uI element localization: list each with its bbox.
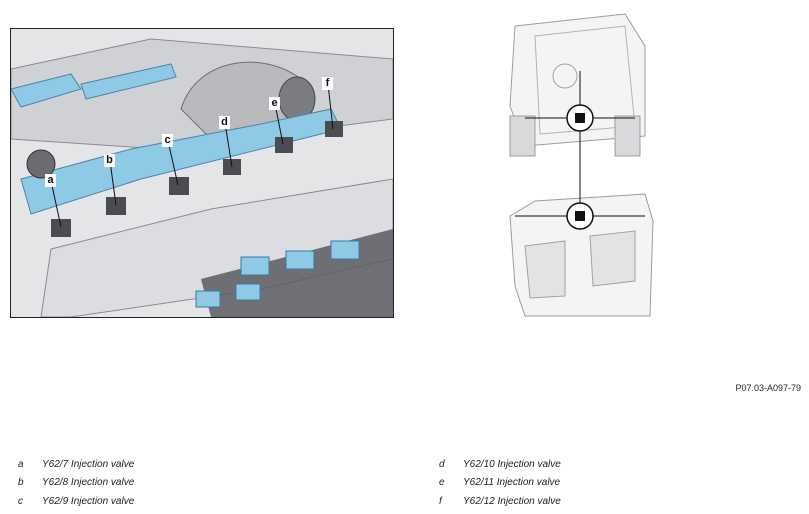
legend-letter: b <box>18 477 24 489</box>
legend-text: Y62/8 Injection valve <box>42 477 135 489</box>
legend-text: Y62/9 Injection valve <box>42 495 135 507</box>
legend-text: Y62/10 Injection valve <box>463 458 561 470</box>
engine-drawing <box>11 29 393 317</box>
engine-illustration: a b c d e f <box>10 28 394 318</box>
legend-letter: d <box>439 458 445 470</box>
callout-c: c <box>162 134 173 147</box>
locator-drawing <box>509 13 654 317</box>
legend-item: c Y62/9 Injection valve <box>18 492 134 511</box>
engine-locator-diagram <box>495 6 675 326</box>
locator-marker-top-icon <box>566 104 594 132</box>
legend-text: Y62/11 Injection valve <box>463 477 561 489</box>
callout-b: b <box>104 154 115 167</box>
legend-item: b Y62/8 Injection valve <box>18 474 134 493</box>
legend-item: a Y62/7 Injection valve <box>18 455 134 474</box>
legend-item: e Y62/11 Injection valve <box>439 474 561 493</box>
callout-a: a <box>45 174 56 187</box>
legend-letter: e <box>439 477 445 489</box>
callout-e: e <box>269 97 280 110</box>
legend-letter: c <box>18 495 23 507</box>
locator-marker-side-icon <box>566 202 594 230</box>
callout-f: f <box>322 77 333 90</box>
legend-left: a Y62/7 Injection valve b Y62/8 Injectio… <box>18 455 134 511</box>
legend-letter: f <box>439 495 442 507</box>
legend-letter: a <box>18 458 24 470</box>
legend-text: Y62/12 Injection valve <box>463 495 561 507</box>
legend-right: d Y62/10 Injection valve e Y62/11 Inject… <box>439 455 561 511</box>
callout-d: d <box>219 116 230 129</box>
legend-item: f Y62/12 Injection valve <box>439 492 561 511</box>
figure-code: P07.03-A097-79 <box>735 383 801 393</box>
legend-item: d Y62/10 Injection valve <box>439 455 561 474</box>
legend-text: Y62/7 Injection valve <box>42 458 135 470</box>
